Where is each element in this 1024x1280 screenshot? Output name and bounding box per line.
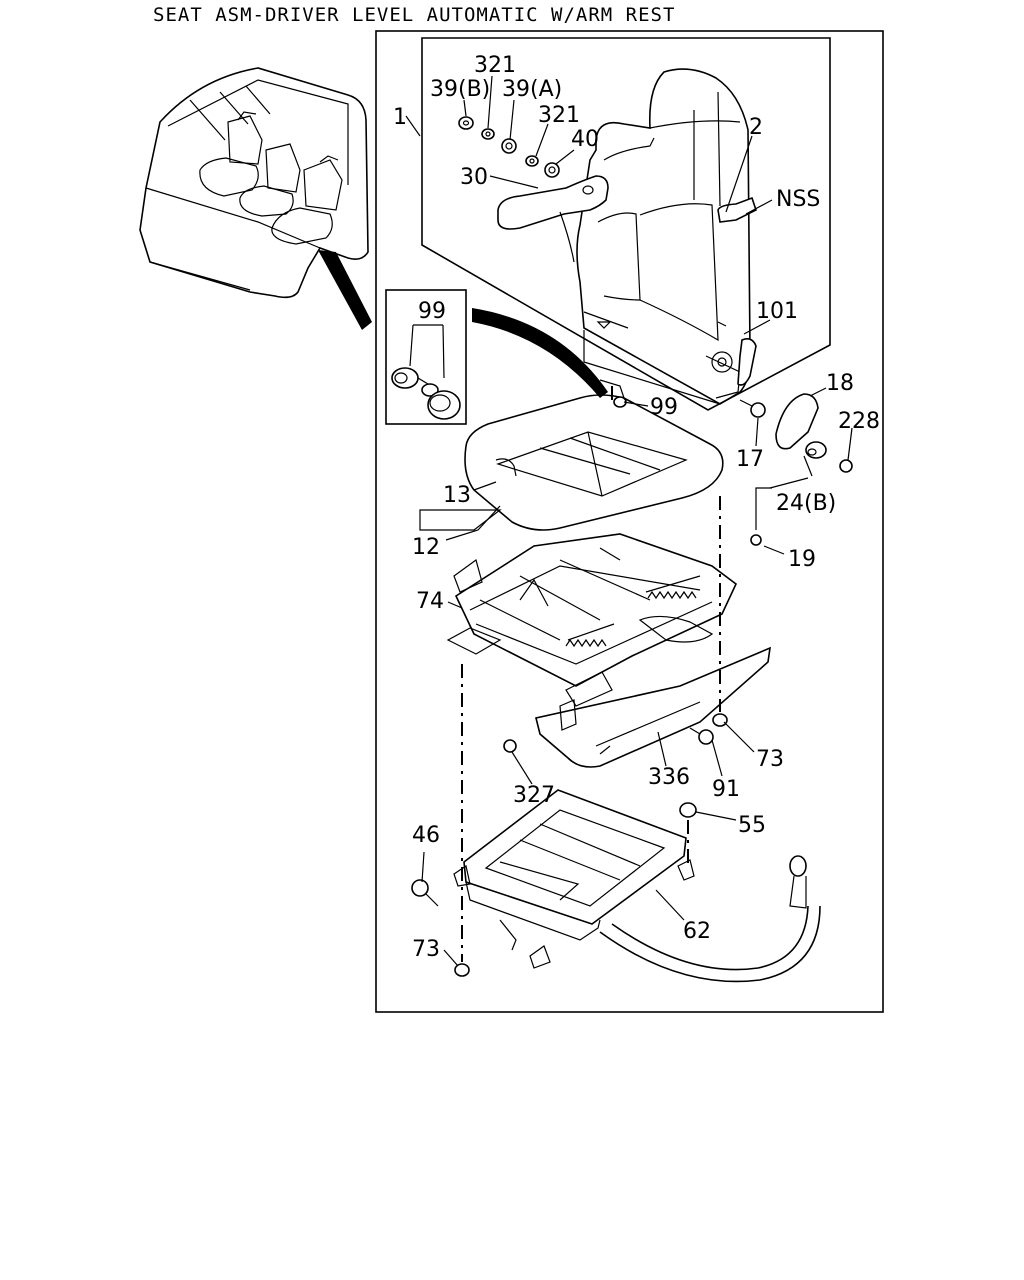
callout-nss: NSS <box>776 187 820 212</box>
callout-99-inset: 99 <box>418 299 446 324</box>
callout-74: 74 <box>416 589 444 614</box>
locator-arrow-99 <box>472 308 608 398</box>
callout-39a: 39(A) <box>502 77 562 102</box>
callout-321: 321 <box>538 103 580 128</box>
callout-46: 46 <box>412 823 440 848</box>
callout-99: 99 <box>650 395 678 420</box>
callout-336: 336 <box>648 765 690 790</box>
callout-17: 17 <box>736 447 764 472</box>
ground-strap <box>599 855 821 983</box>
callout-24b: 24(B) <box>776 491 836 516</box>
callout-2: 2 <box>749 115 763 140</box>
callout-12: 12 <box>412 535 440 560</box>
callout-327: 327 <box>513 783 555 808</box>
screw-228 <box>839 459 853 473</box>
knob-24b <box>805 441 827 459</box>
callout-1: 1 <box>393 105 407 130</box>
cab-illustration <box>139 67 369 299</box>
callout-18: 18 <box>826 371 854 396</box>
side-cover-18 <box>775 393 819 450</box>
callout-228: 228 <box>838 409 880 434</box>
callout-55: 55 <box>738 813 766 838</box>
callout-91: 91 <box>712 777 740 802</box>
recline-lever-101 <box>737 338 757 386</box>
seat-back-inset-frame <box>421 37 831 411</box>
spring <box>647 590 697 600</box>
diagram-title: SEAT ASM-DRIVER LEVEL AUTOMATIC W/ARM RE… <box>153 4 676 26</box>
callout-62: 62 <box>683 919 711 944</box>
bolt-17 <box>739 399 766 418</box>
leader-lines <box>405 75 853 967</box>
inset-box-99 <box>385 289 467 425</box>
seat-base-62 <box>453 789 695 969</box>
locator-arrow-cab <box>318 250 372 330</box>
seat-cushion <box>464 379 724 531</box>
callout-30: 30 <box>460 165 488 190</box>
bolt-91 <box>689 727 714 745</box>
spring <box>565 638 607 648</box>
callout-39b: 39(B) <box>430 77 490 102</box>
clip-99-inset <box>391 367 461 420</box>
callout-40: 40 <box>571 127 599 152</box>
callout-73-top: 73 <box>756 747 784 772</box>
callout-321-top: 321 <box>474 53 516 78</box>
belt-strap-2 <box>717 196 757 223</box>
nut-73-bottom <box>454 963 470 977</box>
screw-327 <box>503 739 517 753</box>
armrest-30 <box>497 175 609 263</box>
callout-19: 19 <box>788 547 816 572</box>
callout-101: 101 <box>756 299 798 324</box>
diagram-frame <box>375 30 884 1013</box>
callout-73-bottom: 73 <box>412 937 440 962</box>
nut-73-top <box>712 713 728 727</box>
seat-back <box>576 68 752 405</box>
screw-19 <box>750 534 762 546</box>
side-cover-336 <box>535 646 771 768</box>
seat-mechanism-74 <box>446 533 737 731</box>
hardware-stack <box>458 116 560 178</box>
nut-55 <box>679 802 697 818</box>
bolt-46 <box>411 879 439 907</box>
callout-13: 13 <box>443 483 471 508</box>
